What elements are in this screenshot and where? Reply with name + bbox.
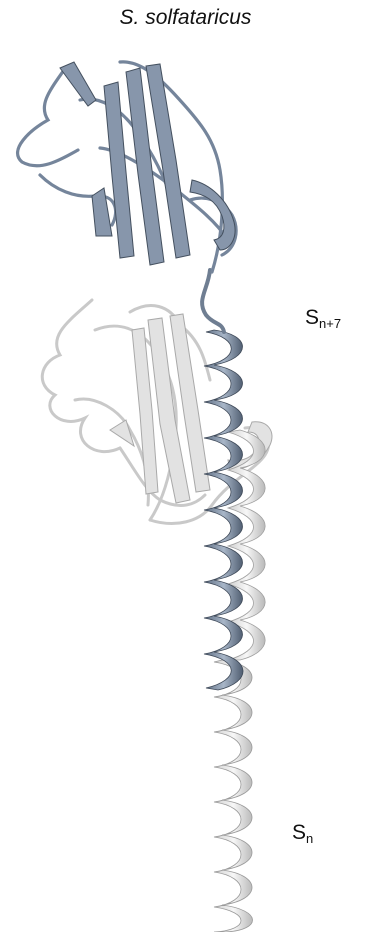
subunit-label-base: S (292, 821, 306, 844)
subunit-label-n: Sn (292, 821, 313, 846)
lower-helix (214, 660, 253, 932)
subunit-label-subscript: n (306, 831, 313, 846)
subunit-label-subscript: n+7 (319, 316, 341, 331)
subunit-label-n-plus-7: Sn+7 (305, 306, 341, 331)
upper-linker (202, 270, 224, 332)
upper-beta-strands (60, 62, 235, 265)
subunit-label-base: S (305, 306, 319, 329)
